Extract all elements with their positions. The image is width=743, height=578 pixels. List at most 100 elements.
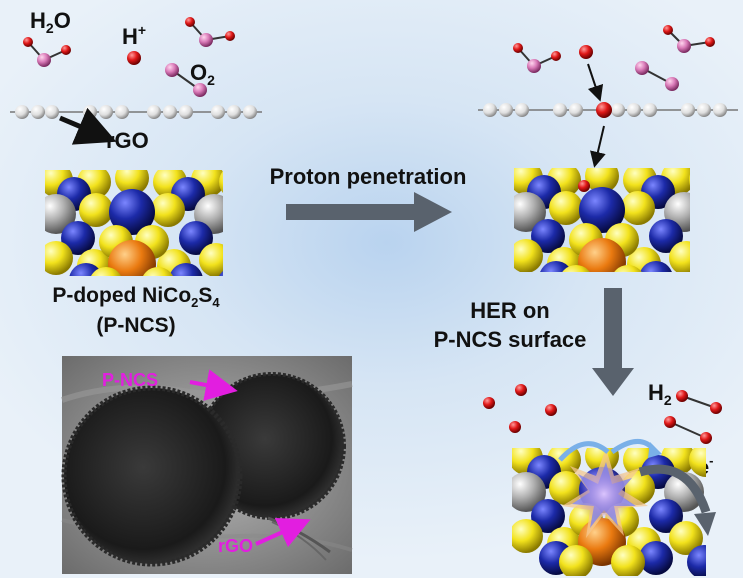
h2o-label: H2O: [30, 8, 71, 36]
nickel-atom: [578, 238, 626, 272]
carbon-atom: [179, 105, 193, 119]
phosphorus-atom: [514, 192, 546, 232]
cobalt-atom: [219, 271, 223, 276]
cobalt-atom: [540, 261, 572, 272]
carbon-atom: [147, 105, 161, 119]
proton-atom-incoming: [579, 45, 593, 59]
cobalt-atom: [61, 221, 95, 255]
sulfur-atom: [669, 521, 703, 555]
cobalt-atom: [687, 545, 706, 576]
carbon-atom: [211, 105, 225, 119]
tem-rgo-arrow: [255, 517, 311, 548]
step-her-line2: P-NCS surface: [434, 327, 587, 352]
cobalt-atom: [531, 219, 565, 253]
carbon-atom: [697, 103, 711, 117]
rgo-label: rGO: [106, 128, 149, 153]
sulfur-atom: [562, 265, 590, 272]
free-proton-2: [515, 384, 527, 396]
hydrogen-molecule-1: [676, 390, 722, 414]
hydrogen-molecule-2: [664, 416, 712, 444]
rgo-sheet-left: [10, 105, 262, 119]
sulfur-atom: [79, 193, 113, 227]
tem-rgo-label: rGO: [218, 536, 253, 556]
carbon-atom: [681, 103, 695, 117]
tem-micrograph: [61, 356, 353, 574]
cobalt-atom: [640, 261, 672, 272]
step-arrow-horizontal: [286, 192, 452, 232]
proton-label: H+: [122, 22, 146, 49]
carbon-atom: [45, 105, 59, 119]
tem-pncs-arrow: [189, 369, 238, 401]
carbon-atom: [243, 105, 257, 119]
free-proton-1: [483, 397, 495, 409]
tem-pncs-label: P-NCS: [102, 370, 158, 390]
sulfur-atom: [585, 168, 619, 193]
sulfur-atom: [549, 471, 583, 505]
free-proton-4: [509, 421, 521, 433]
cobalt-atom: [179, 221, 213, 255]
cobalt-atom: [649, 499, 683, 533]
sulfur-atom: [199, 243, 223, 276]
sulfur-atom: [115, 170, 149, 195]
cobalt-atom: [109, 189, 155, 235]
carbon-atom: [163, 105, 177, 119]
cobalt-atom: [531, 499, 565, 533]
sulfur-atom: [669, 241, 690, 272]
carbon-atom: [713, 103, 727, 117]
proton-path-arrow-2: [590, 125, 606, 168]
step-her-line1: HER on: [470, 298, 549, 323]
proton-path-arrow-1: [587, 63, 604, 102]
carbon-atom: [611, 103, 625, 117]
water-molecule-4: [663, 25, 715, 53]
sulfur-atom: [614, 265, 642, 272]
carbon-atom: [31, 105, 45, 119]
proton-adsorbed: [578, 180, 590, 192]
rgo-pointer-arrow: [59, 107, 117, 145]
sulfur-atom: [611, 545, 645, 576]
step-proton-penetration: Proton penetration: [270, 164, 467, 189]
carbon-atom: [227, 105, 241, 119]
h2-label: H2: [648, 380, 672, 408]
cobalt-atom: [649, 219, 683, 253]
carbon-atom: [569, 103, 583, 117]
cobalt-atom: [687, 265, 721, 299]
oxygen-molecule-2: [635, 61, 679, 91]
o2-label: O2: [190, 60, 215, 88]
water-molecule-1: [23, 37, 71, 67]
carbon-atom: [15, 105, 29, 119]
crystal-pncs-left: [45, 170, 223, 276]
carbon-atom: [553, 103, 567, 117]
tem-sphere-left: [61, 385, 243, 567]
carbon-atom: [83, 105, 97, 119]
sulfur-atom: [219, 171, 223, 193]
sulfur-atom: [689, 448, 706, 477]
sulfur-atom: [621, 191, 655, 225]
carbon-atom: [499, 103, 513, 117]
sulfur-atom: [151, 193, 185, 227]
oxygen-molecule: [165, 63, 207, 97]
sulfur-atom: [512, 519, 543, 553]
crystal-pncs-right: [514, 168, 721, 299]
sulfur-atom: [143, 267, 173, 276]
sulfur-atom: [559, 545, 593, 576]
material-name: P-doped NiCo2S4: [52, 284, 220, 310]
sulfur-atom: [689, 174, 690, 186]
water-molecule-2: [185, 17, 235, 47]
proton-atom: [127, 51, 141, 65]
carbon-atom: [483, 103, 497, 117]
proton-in-rgo: [596, 102, 612, 118]
phosphorus-atom: [45, 194, 76, 234]
sulfur-atom: [45, 241, 73, 275]
phosphorus-atom: [512, 472, 546, 512]
carbon-atom: [115, 105, 129, 119]
carbon-atom: [99, 105, 113, 119]
sulfur-atom: [91, 267, 121, 276]
nickel-atom: [108, 240, 156, 276]
cobalt-atom: [639, 541, 673, 575]
sulfur-atom: [514, 239, 543, 272]
material-abbreviation: (P-NCS): [96, 314, 175, 337]
electron-flow-arrows: [558, 439, 716, 536]
carbon-atom: [515, 103, 529, 117]
carbon-atom: [627, 103, 641, 117]
